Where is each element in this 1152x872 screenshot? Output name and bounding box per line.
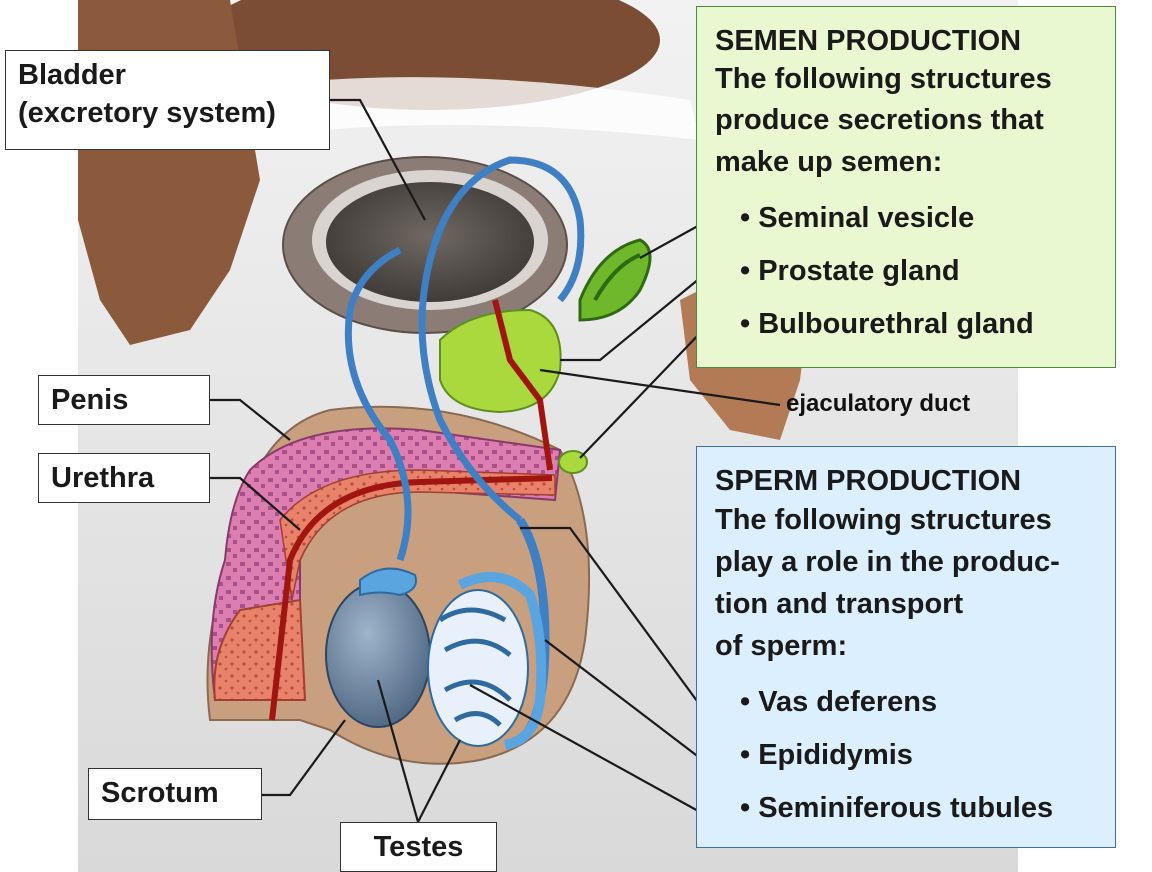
- semen-description: The following structures produce secreti…: [715, 63, 1052, 178]
- ejaculatory-duct-label: ejaculatory duct: [786, 390, 971, 417]
- scrotum-label: Scrotum: [88, 768, 262, 820]
- scrotum-label-text: Scrotum: [101, 777, 219, 809]
- bladder-label: Bladder (excretory system): [5, 50, 330, 150]
- testes-label: Testes: [340, 822, 497, 872]
- testis-left: [325, 582, 431, 728]
- semen-production-box: SEMEN PRODUCTION The following structure…: [696, 6, 1116, 368]
- sperm-item-epididymis: • Epididymis: [740, 739, 913, 771]
- semen-heading: SEMEN PRODUCTION: [715, 25, 1022, 57]
- sperm-desc-line-2: play a role in the produc-: [715, 546, 1060, 579]
- vas-deferens-right: [418, 156, 585, 523]
- epididymis-right: [457, 572, 547, 750]
- semen-item-prostate-gland: • Prostate gland: [740, 255, 960, 287]
- vas-deferens-left: [344, 246, 412, 562]
- prostatic-urethra: [492, 299, 553, 471]
- urethra-label-text: Urethra: [51, 462, 155, 494]
- semen-item-bulbourethral-gland: • Bulbourethral gland: [740, 308, 1034, 340]
- sperm-desc-line-3: tion and transport: [715, 588, 964, 621]
- penis-label: Penis: [38, 375, 210, 425]
- sperm-item-vas-deferens: • Vas deferens: [740, 686, 938, 718]
- sperm-heading: SPERM PRODUCTION: [715, 465, 1022, 497]
- bladder-lumen: [326, 182, 534, 302]
- semen-item-seminal-vesicle: • Seminal vesicle: [740, 202, 975, 234]
- sperm-production-box: SPERM PRODUCTION The following structure…: [696, 446, 1116, 848]
- bladder-label-line1: Bladder: [18, 59, 126, 91]
- seminal-vesicle-duct: [593, 253, 641, 301]
- sperm-item-seminiferous-tubules: • Seminiferous tubules: [740, 792, 1054, 824]
- testes-label-text: Testes: [373, 831, 464, 863]
- bladder-label-line2: (excretory system): [18, 96, 276, 129]
- sperm-desc-line-4: of sperm:: [715, 630, 848, 663]
- testis-right: [427, 589, 529, 747]
- waistband: [230, 77, 700, 140]
- epididymis-left: [359, 567, 417, 597]
- urethra-label: Urethra: [38, 453, 210, 503]
- penis-label-text: Penis: [51, 384, 129, 416]
- seminiferous-tubules-drawing: [438, 607, 512, 727]
- sperm-desc-line-1: The following structures: [715, 504, 1052, 537]
